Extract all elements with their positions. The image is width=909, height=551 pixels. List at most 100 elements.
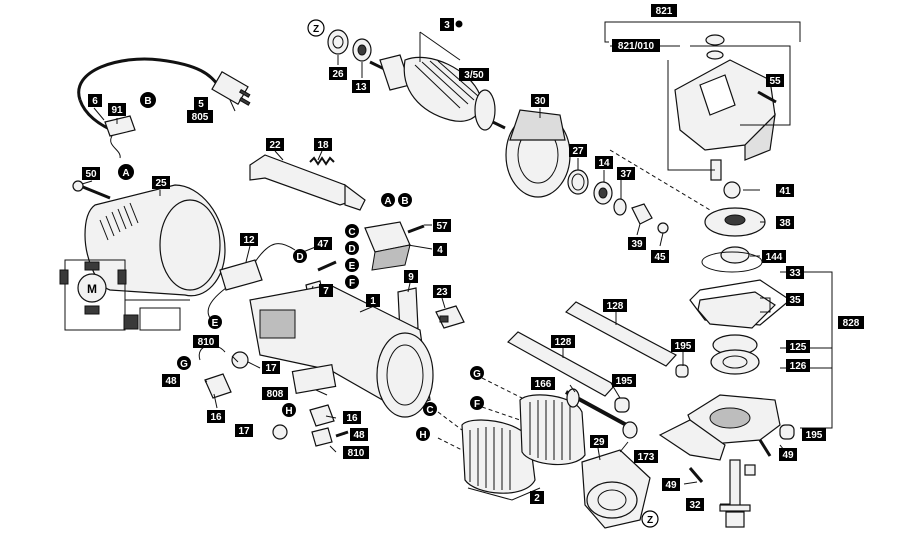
marker-A-cord: A <box>118 164 134 180</box>
label-17b: 17 <box>235 424 253 437</box>
callout-173: 173 <box>638 452 655 463</box>
armature <box>369 54 506 131</box>
label-16b: 16 <box>343 411 361 424</box>
callout-821-010: 821/010 <box>618 41 655 52</box>
callout-38: 38 <box>779 218 791 229</box>
svg-text:C: C <box>348 227 355 238</box>
label-18: 18 <box>314 138 332 151</box>
label-23: 23 <box>433 285 451 298</box>
motor-symbol: M <box>87 282 97 296</box>
label-32: 32 <box>686 498 704 511</box>
svg-text:B: B <box>144 96 151 107</box>
marker-G-left: G <box>177 356 191 370</box>
bracket-821 <box>604 21 801 43</box>
marker-H-coil: H <box>416 427 430 441</box>
label-9: 9 <box>404 270 418 283</box>
marker-Z-top: Z <box>307 19 325 37</box>
callout-48-b: 48 <box>353 430 365 441</box>
label-821-010: 821/010 <box>612 39 660 52</box>
callout-6: 6 <box>92 96 98 107</box>
callout-17-a: 17 <box>265 363 277 374</box>
svg-text:D: D <box>348 244 355 255</box>
callout-49-a: 49 <box>782 450 794 461</box>
label-13: 13 <box>352 80 370 93</box>
label-166: 166 <box>531 377 555 390</box>
callout-41: 41 <box>779 186 791 197</box>
label-14: 14 <box>595 156 613 169</box>
callout-810-a: 810 <box>198 337 215 348</box>
marker-C-switch: C <box>345 224 359 238</box>
screw-50 <box>72 180 111 200</box>
wheel-guard <box>581 449 651 529</box>
callout-3-50: 3/50 <box>464 70 484 81</box>
callout-23: 23 <box>436 287 448 298</box>
callout-144: 144 <box>766 252 783 263</box>
label-128a: 128 <box>603 299 627 312</box>
label-6: 6 <box>88 94 102 107</box>
label-810b: 810 <box>343 446 369 459</box>
callout-128-lower: 128 <box>555 337 572 348</box>
callout-35: 35 <box>789 295 801 306</box>
cord-clamp <box>104 115 136 159</box>
callout-195-c: 195 <box>806 430 823 441</box>
callout-47: 47 <box>317 239 329 250</box>
callout-25: 25 <box>155 178 167 189</box>
label-7: 7 <box>319 284 333 297</box>
brush-holder-right <box>272 404 349 447</box>
callout-48-a: 48 <box>165 376 177 387</box>
motor-housing-cover <box>84 184 226 297</box>
callout-91: 91 <box>111 105 123 116</box>
callout-17-b: 17 <box>238 426 250 437</box>
label-17a: 17 <box>262 361 280 374</box>
switch-lever <box>249 154 366 211</box>
label-45: 45 <box>651 250 669 263</box>
label-173: 173 <box>634 450 658 463</box>
callout-166: 166 <box>535 379 552 390</box>
label-808: 808 <box>262 387 288 400</box>
label-4: 4 <box>433 243 447 256</box>
label-47: 47 <box>314 237 332 250</box>
label-27: 27 <box>569 144 587 157</box>
callout-14: 14 <box>598 158 610 169</box>
marker-Z-guard: Z <box>641 510 659 528</box>
label-195a: 195 <box>671 339 695 352</box>
svg-text:D: D <box>296 252 303 263</box>
label-29: 29 <box>590 435 608 448</box>
callout-5: 5 <box>198 99 204 110</box>
svg-text:B: B <box>401 196 408 207</box>
callout-810-b: 810 <box>348 448 365 459</box>
label-38: 38 <box>776 216 794 229</box>
callout-29: 29 <box>593 437 605 448</box>
field-coils <box>461 394 586 501</box>
marker-B-cord: B <box>140 92 156 108</box>
callout-27: 27 <box>572 146 584 157</box>
marker-F-switch: F <box>345 275 359 289</box>
callout-50: 50 <box>85 169 97 180</box>
label-30: 30 <box>531 94 549 107</box>
callout-13: 13 <box>355 82 367 93</box>
callout-12: 12 <box>243 235 255 246</box>
label-33: 33 <box>786 266 804 279</box>
switch <box>364 221 411 271</box>
label-2: 2 <box>530 491 544 504</box>
output-spindle <box>719 459 751 528</box>
svg-text:C: C <box>426 405 433 416</box>
callout-195-b: 195 <box>616 376 633 387</box>
callout-33: 33 <box>789 268 801 279</box>
label-26: 26 <box>329 67 347 80</box>
label-3-50: 3/50 <box>459 68 489 81</box>
air-guide-ring <box>505 109 571 198</box>
svg-text:A: A <box>384 196 391 207</box>
label-25: 25 <box>152 176 170 189</box>
marker-D-suppressor: D <box>293 249 307 263</box>
label-91: 91 <box>108 103 126 116</box>
callout-128-upper: 128 <box>607 301 624 312</box>
label-821: 821 <box>651 4 677 17</box>
svg-text:A: A <box>122 168 129 179</box>
label-195b: 195 <box>612 374 636 387</box>
label-35: 35 <box>786 293 804 306</box>
label-195c: 195 <box>802 428 826 441</box>
label-39: 39 <box>628 237 646 250</box>
